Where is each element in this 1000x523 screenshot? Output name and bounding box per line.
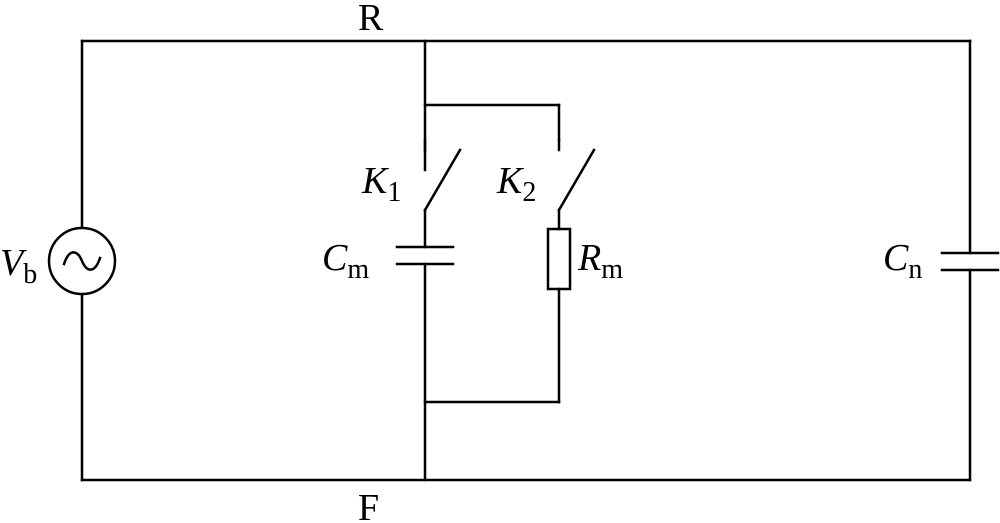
middle-branch-wires <box>423 39 561 482</box>
label-rm: Rm <box>577 237 623 285</box>
capacitor-cm <box>395 245 455 266</box>
outer-wires <box>80 39 972 482</box>
switch-k1 <box>423 138 462 212</box>
label-k2: K2 <box>496 160 536 208</box>
label-cm: Cm <box>322 237 369 285</box>
capacitor-cn <box>940 251 1000 272</box>
label-vb: Vb <box>0 242 37 290</box>
resistor-rm <box>546 227 572 291</box>
label-k1: K1 <box>361 160 401 208</box>
sine-wave-icon <box>62 251 102 271</box>
label-cn: Cn <box>883 237 922 285</box>
label-r-node: R <box>358 0 384 39</box>
ac-source <box>47 226 117 296</box>
label-f-node: F <box>358 487 379 523</box>
switch-k2 <box>557 138 596 212</box>
